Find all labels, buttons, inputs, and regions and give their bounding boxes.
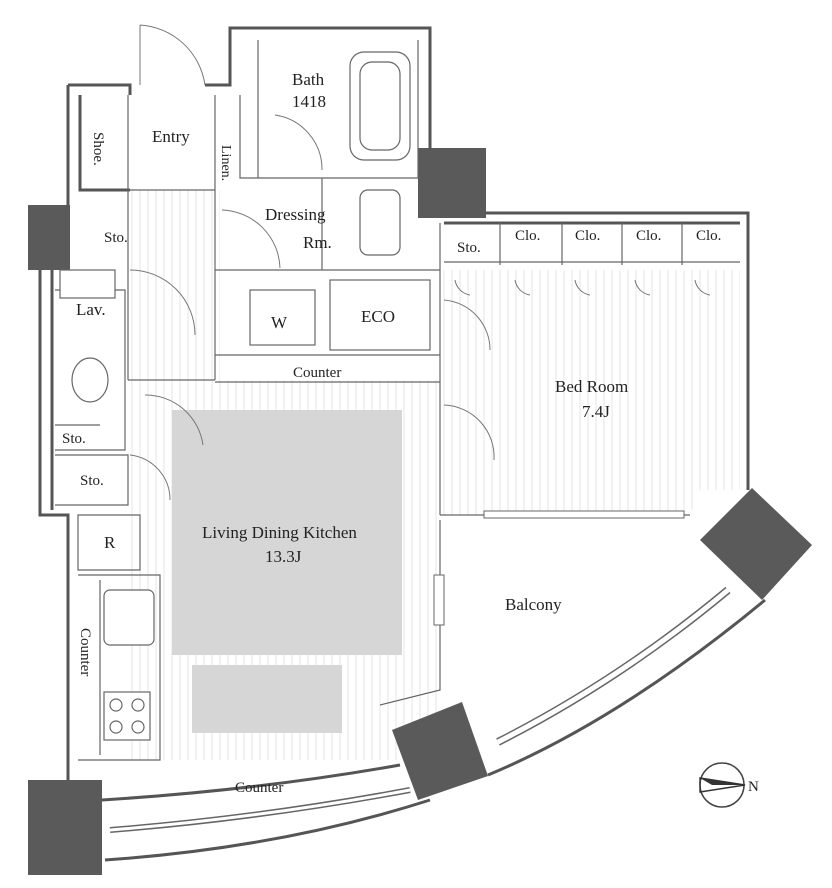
storage-lower-label: Sto. [80, 473, 104, 489]
linen-label: Linen. [218, 145, 233, 181]
sink-dressing [359, 189, 401, 256]
door-swings [129, 24, 711, 501]
bedroom-label: Bed Room [555, 377, 628, 396]
counter-bottom-label: Counter [235, 780, 283, 796]
counter-left-label: Counter [77, 628, 93, 676]
dressing-rm-label: Rm. [303, 233, 332, 252]
storage-small-label: Sto. [62, 431, 86, 447]
shoe-label: Shoe. [90, 132, 106, 166]
room-labels: Bath 1418 Entry Shoe. Linen. Dressing Rm… [62, 70, 721, 796]
washer-label: W [271, 313, 288, 332]
toilet [71, 357, 109, 403]
counter-top-label: Counter [293, 365, 341, 381]
interior-walls [55, 40, 740, 761]
north-label: N [748, 779, 759, 795]
entry-label: Entry [152, 127, 190, 146]
bedroom-size-label: 7.4J [582, 402, 610, 421]
ldk-label: Living Dining Kitchen [202, 523, 357, 542]
ldk-size-label: 13.3J [265, 547, 302, 566]
eco-box [329, 279, 431, 351]
balcony-label: Balcony [505, 595, 562, 614]
ldk-rug-large [172, 410, 402, 655]
outer-walls [38, 26, 766, 862]
closet-1-label: Clo. [515, 228, 540, 244]
fridge-label: R [104, 533, 116, 552]
closet-4-label: Clo. [696, 228, 721, 244]
fixtures [59, 51, 431, 741]
bath-label: Bath [292, 70, 325, 89]
stove [103, 691, 151, 741]
closet-2-label: Clo. [575, 228, 600, 244]
storage-left-top-label: Sto. [104, 230, 128, 246]
lav-sink [59, 269, 116, 299]
storage-bed-label: Sto. [457, 240, 481, 256]
bath-size-label: 1418 [292, 92, 326, 111]
windows [109, 510, 731, 833]
dressing-label: Dressing [265, 205, 326, 224]
compass: N [699, 762, 759, 808]
kitchen-sink [103, 589, 155, 646]
washer-box [249, 289, 316, 346]
ldk-rug-small [192, 665, 342, 733]
eco-label: ECO [361, 307, 395, 326]
lav-label: Lav. [76, 300, 106, 319]
structural-columns [28, 148, 812, 875]
closet-3-label: Clo. [636, 228, 661, 244]
